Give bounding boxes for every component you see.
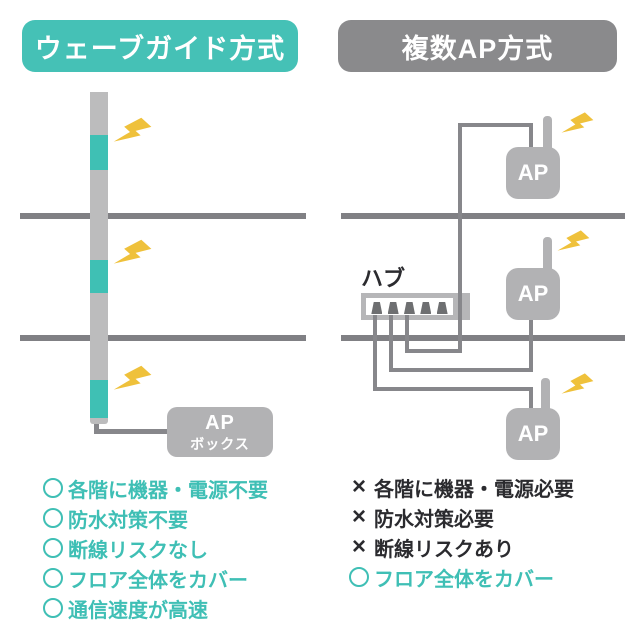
hub-port-icon	[403, 302, 415, 314]
multi-ap-method-title: 複数AP方式	[401, 33, 554, 64]
antenna	[543, 237, 552, 271]
ap-label: AP	[517, 160, 549, 185]
lightning-icon	[113, 117, 152, 142]
list-item: 防水対策不要	[38, 505, 268, 532]
antenna	[541, 378, 550, 411]
lightning-icon	[113, 239, 152, 264]
circle-mark-icon	[38, 598, 68, 618]
hub-label: ハブ	[361, 266, 406, 291]
floor-line	[20, 213, 306, 219]
cross-mark: ×	[351, 533, 366, 560]
hub-port-icon	[420, 302, 432, 314]
cable	[389, 368, 533, 372]
cable	[405, 315, 409, 353]
waveguide-pipe	[90, 92, 108, 424]
circle-mark-icon	[38, 568, 68, 588]
lightning-icon	[113, 365, 152, 390]
floor-line	[341, 335, 625, 341]
lightning-icon	[561, 373, 594, 394]
list-item: フロア全体をカバー	[344, 564, 574, 591]
cross-mark: ×	[351, 473, 366, 500]
list-item: 各階に機器・電源不要	[38, 475, 268, 502]
list-item: × 断線リスクあり	[344, 533, 574, 561]
list-item-text: フロア全体をカバー	[374, 568, 554, 591]
hub-port-icon	[436, 302, 448, 314]
antenna	[543, 116, 552, 150]
floor-line	[341, 213, 625, 219]
list-item: × 各階に機器・電源必要	[344, 473, 574, 501]
lightning-icon	[557, 230, 590, 251]
cable	[529, 123, 533, 149]
list-item: 断線リスクなし	[38, 535, 268, 562]
cable	[458, 123, 533, 127]
list-item-text: 防水対策不要	[68, 509, 188, 532]
list-item-text: 断線リスクあり	[374, 538, 514, 561]
list-item-text: 防水対策必要	[374, 508, 494, 531]
multi-ap-method-header: 複数AP方式	[338, 20, 617, 72]
list-item-text: フロア全体をカバー	[68, 569, 248, 592]
list-item-text: 各階に機器・電源不要	[68, 479, 268, 502]
waveguide-method-header: ウェーブガイド方式	[22, 20, 298, 72]
list-item-text: 断線リスクなし	[68, 539, 208, 562]
list-item-text: 各階に機器・電源必要	[374, 478, 574, 501]
ap-box-unit: AP ボックス	[167, 407, 273, 457]
cross-mark: ×	[351, 503, 366, 530]
circle-mark-icon	[38, 538, 68, 558]
hub-port-icon	[371, 302, 383, 314]
circle-mark-icon	[38, 508, 68, 528]
cable	[529, 387, 533, 410]
radiation-slot-segment	[90, 135, 108, 170]
cable	[529, 318, 533, 372]
lightning-icon	[561, 112, 594, 133]
circle-mark-icon	[38, 478, 68, 498]
radiation-slot-segment	[90, 380, 108, 418]
access-point-unit: AP	[506, 147, 560, 199]
hub-ports-panel	[366, 298, 453, 315]
radiation-slot-segment	[90, 260, 108, 293]
circle-mark-icon	[344, 567, 374, 587]
floor-line	[20, 335, 306, 341]
list-item: × 防水対策必要	[344, 503, 574, 531]
list-item: フロア全体をカバー	[38, 565, 268, 592]
waveguide-method-title: ウェーブガイド方式	[34, 33, 286, 64]
ap-box-label-line2: ボックス	[190, 436, 250, 452]
waveguide-benefit-list: 各階に機器・電源不要 防水対策不要 断線リスクなし フロア全体をカバー 通信速度…	[38, 475, 268, 622]
cable	[373, 315, 377, 391]
cable	[458, 123, 462, 353]
list-item-text: 通信速度が高速	[68, 599, 208, 622]
hub-port-icon	[387, 302, 399, 314]
cable	[405, 349, 462, 353]
access-point-unit: AP	[506, 268, 560, 320]
cable	[389, 315, 393, 372]
ap-label: AP	[517, 281, 549, 306]
ap-label: AP	[517, 421, 549, 446]
cable	[94, 429, 170, 434]
hub	[361, 293, 470, 320]
access-point-unit: AP	[506, 408, 560, 460]
cable	[373, 387, 533, 391]
list-item: 通信速度が高速	[38, 595, 268, 622]
cable	[94, 420, 99, 434]
multi-ap-drawback-list: × 各階に機器・電源必要 × 防水対策必要 × 断線リスクあり フロア全体をカバ…	[344, 473, 574, 591]
ap-box-label-line1: AP	[205, 412, 235, 434]
